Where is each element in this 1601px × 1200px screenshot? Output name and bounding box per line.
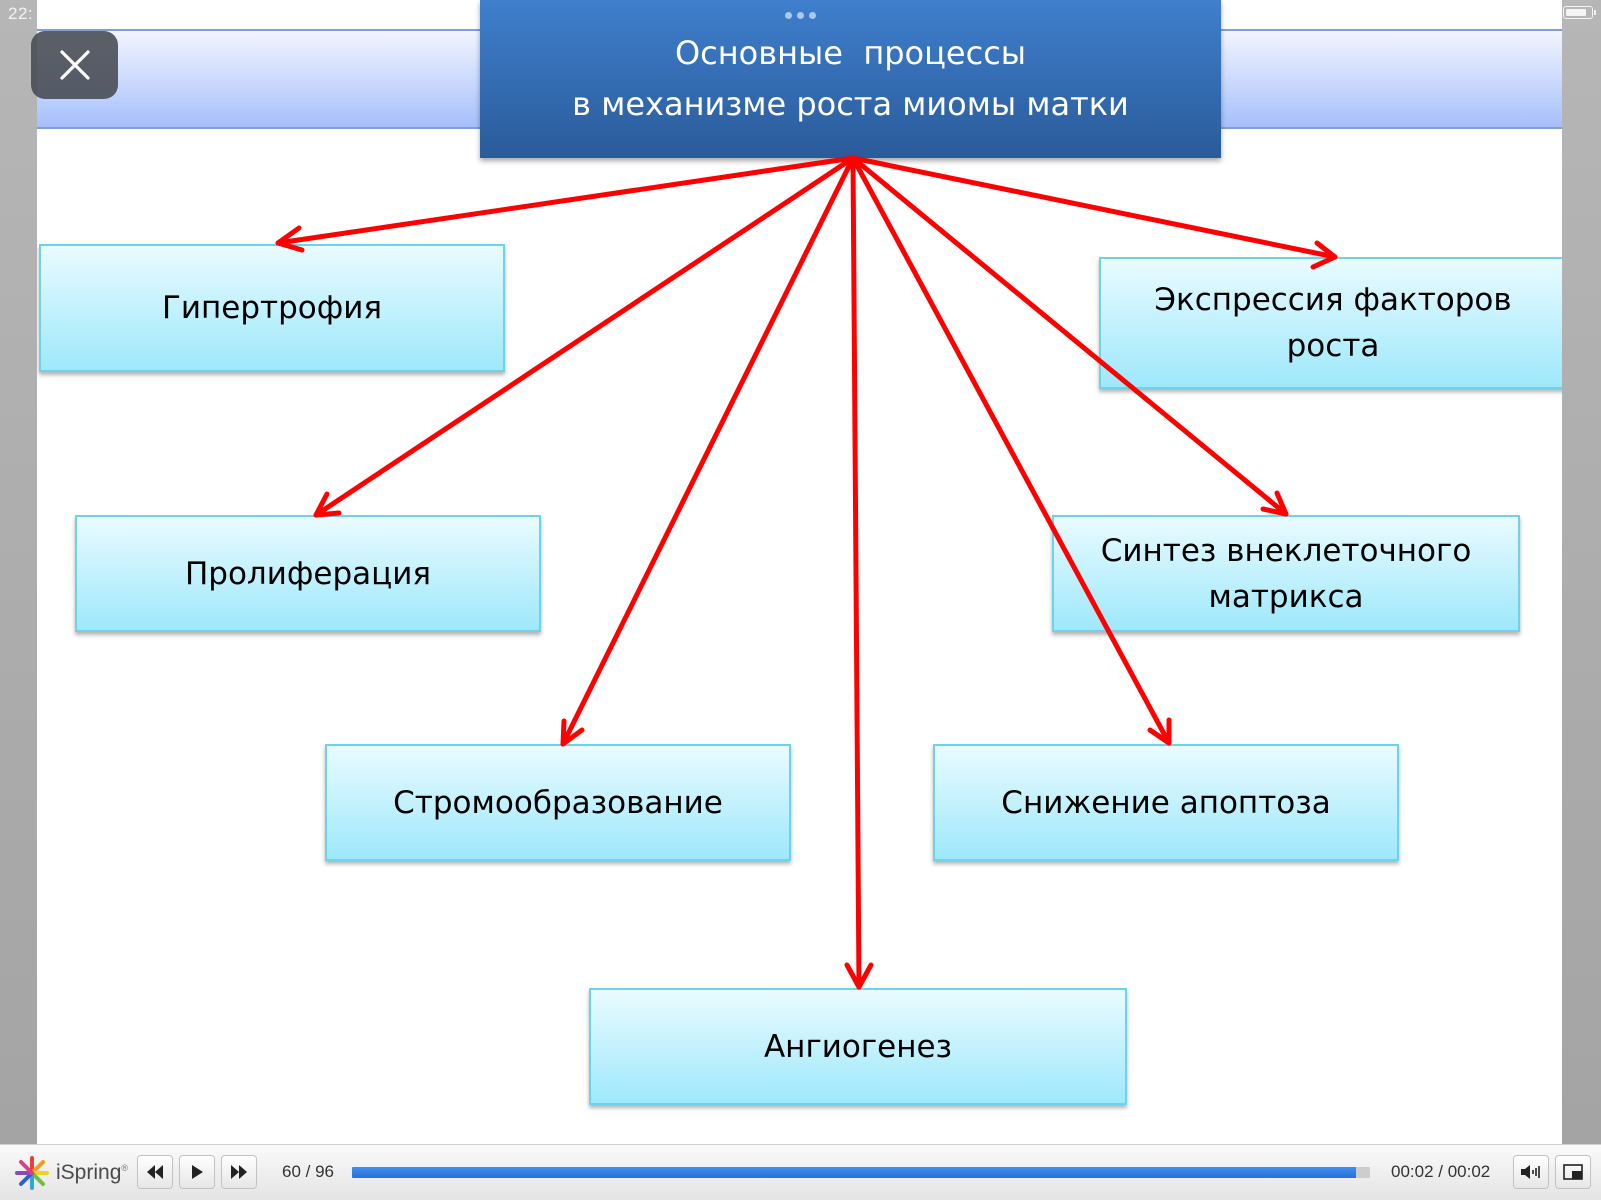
slide-title: Основные процессы в механизме роста миом… [480,0,1221,158]
status-time: 22: [8,4,34,23]
battery-icon [1563,6,1596,19]
rewind-icon [147,1165,163,1179]
close-button[interactable] [31,31,118,99]
progress-bar[interactable] [352,1167,1370,1178]
process-box-apoptosis-reduction: Снижение апоптоза [933,744,1399,861]
volume-button[interactable] [1513,1155,1549,1189]
fullscreen-icon [1563,1164,1583,1180]
slide: Основные процессы в механизме роста миом… [37,0,1562,1144]
process-box-hypertrophy: Гипертрофия [39,244,505,372]
process-box-growth-factors: Экспрессия факторов роста [1099,257,1562,389]
next-slide-button[interactable] [221,1155,257,1189]
process-box-matrix-synthesis: Синтез внеклеточного матрикса [1052,515,1520,632]
playback-time: 00:02 / 00:02 [1391,1162,1491,1181]
arrow-to-growth-factors [850,155,1338,270]
close-icon [59,50,90,80]
process-box-angiogenesis: Ангиогенез [589,988,1127,1105]
volume-icon [1521,1165,1540,1179]
fast-forward-icon [231,1165,247,1179]
arrow-to-hypertrophy [275,155,856,253]
slide-counter: 60 / 96 [282,1162,334,1181]
progress-fill [352,1167,1356,1178]
process-box-stroma-formation: Стромообразование [325,744,791,861]
ispring-logo: iSpring® [14,1156,128,1190]
player-toolbar: iSpring® 60 / 96 00:02 / 00:02 [0,1144,1601,1200]
prev-slide-button[interactable] [137,1155,173,1189]
logo-text: iSpring [56,1161,122,1184]
arrow-to-angiogenesis [844,155,874,990]
logo-registered-mark: ® [121,1163,129,1173]
handle-dot [808,12,816,19]
ispring-logo-text: iSpring® [56,1161,128,1185]
handle-dot [784,12,792,19]
window-handle-dots[interactable] [780,12,820,24]
fullscreen-button[interactable] [1555,1155,1591,1189]
arrow-to-apoptosis-reduction [850,155,1172,746]
handle-dot [796,12,804,19]
process-box-proliferation: Пролиферация [75,515,541,632]
play-icon [192,1165,203,1179]
ispring-logo-icon [15,1156,49,1190]
play-button[interactable] [179,1155,215,1189]
arrow-to-stroma-formation [560,155,856,747]
